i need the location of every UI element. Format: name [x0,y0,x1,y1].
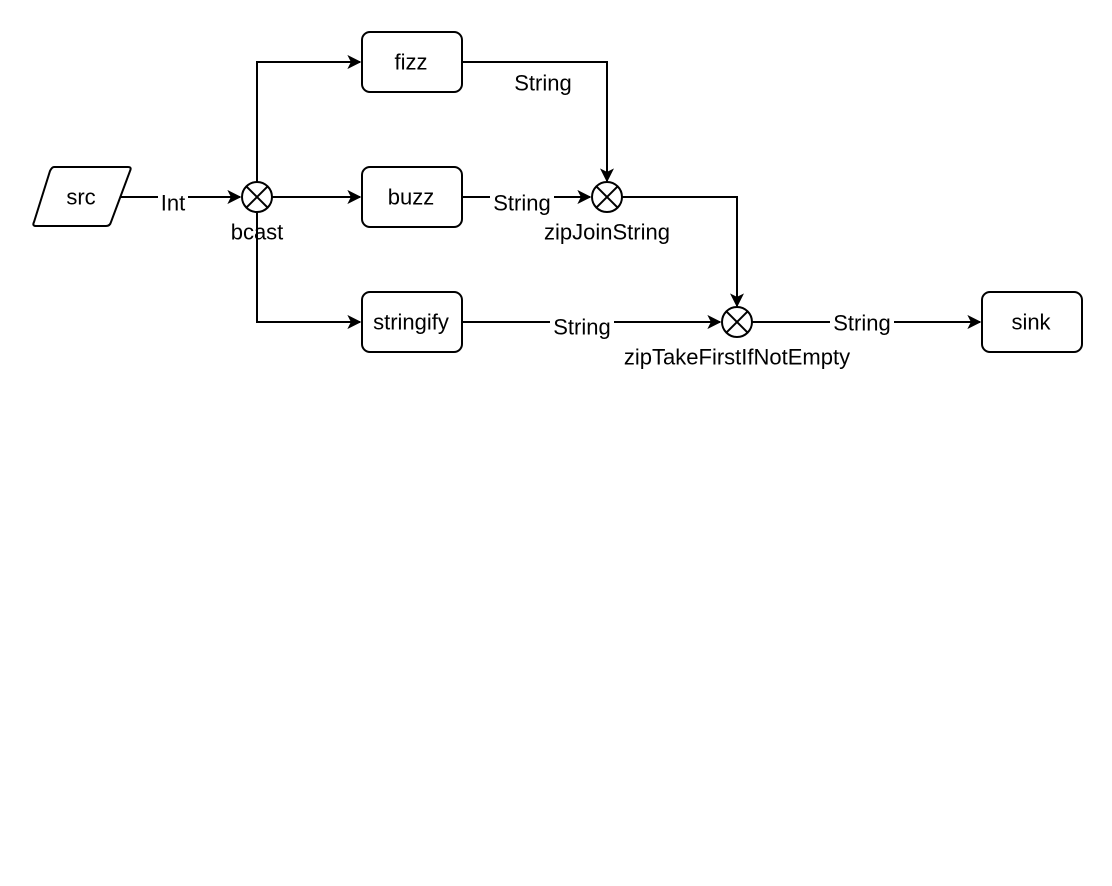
node-src: src [32,166,132,227]
node-fizz-label: fizz [395,50,428,75]
edge-label-fizz-to-zipjoinstring: String [514,71,571,96]
junction-bcast-label: bcast [231,220,284,245]
edge-label-ziptake-to-sink: String [833,311,890,336]
edge-label-buzz-to-zipjoinstring: String [493,191,550,216]
junction-ziptakefirstifnotempty: zipTakeFirstIfNotEmpty [624,306,850,370]
edge-labels: Int String String String String [158,71,894,341]
edge-zipjoinstring-to-ziptake [622,196,744,308]
node-fizz: fizz [361,31,463,93]
junction-zipjoinstring: zipJoinString [544,181,670,245]
edge-fizz-to-zipjoinstring [462,61,614,183]
edge-label-stringify-to-ziptake: String [553,315,610,340]
junction-ziptakefirstifnotempty-label: zipTakeFirstIfNotEmpty [624,345,850,370]
node-buzz: buzz [361,166,463,228]
node-buzz-label: buzz [388,185,434,210]
junction-zipjoinstring-label: zipJoinString [544,220,670,245]
node-stringify-label: stringify [373,310,449,335]
node-sink: sink [981,291,1083,353]
node-src-label: src [66,185,95,210]
junction-bcast: bcast [231,181,284,245]
edge-bcast-to-fizz [256,55,362,182]
node-stringify: stringify [361,291,463,353]
edge-bcast-to-stringify [256,212,362,329]
node-sink-label: sink [1011,310,1051,335]
edge-label-src-to-bcast: Int [161,191,185,216]
